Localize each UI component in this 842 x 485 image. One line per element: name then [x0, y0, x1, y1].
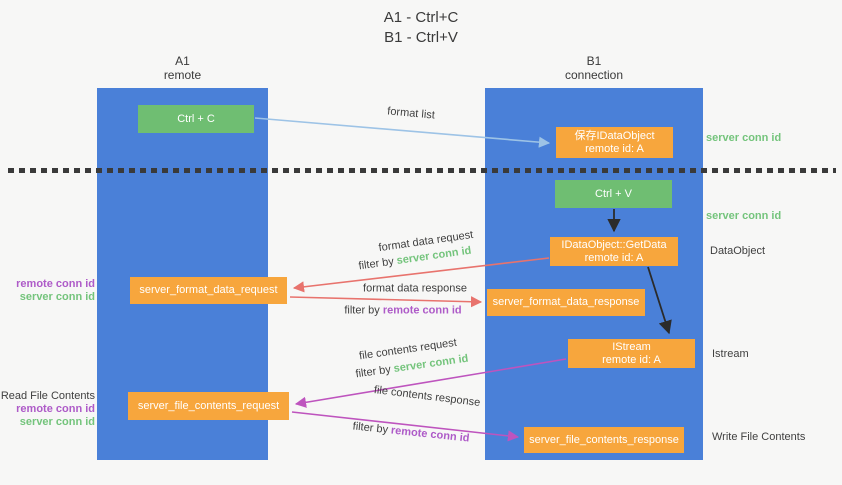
node-ctrl-v-label: Ctrl + V — [595, 187, 632, 200]
left-conn-id-block-format: remote conn id server conn id — [0, 278, 95, 304]
lifeline-b1-title: B1 — [586, 54, 602, 68]
filter-prefix-3: filter by — [354, 363, 392, 381]
node-save-idataobject: 保存IDataObject remote id: A — [556, 127, 673, 158]
filter-prefix-1: filter by — [357, 255, 395, 273]
node-ctrl-c: Ctrl + C — [138, 105, 254, 133]
node-format-response-label: server_format_data_response — [492, 296, 640, 308]
lifeline-header-a1: A1 remote — [97, 54, 268, 82]
node-getdata-line1: IDataObject::GetData — [561, 238, 667, 251]
label-remote-conn-id-format: remote conn id — [16, 278, 95, 290]
left-conn-id-block-file: Read File Contents remote conn id server… — [0, 390, 95, 429]
node-format-request-label: server_format_data_request — [139, 284, 278, 296]
label-remote-conn-id-file: remote conn id — [16, 403, 95, 415]
label-server-conn-id-format: server conn id — [19, 291, 95, 303]
label-write-file-contents: Write File Contents — [712, 431, 806, 443]
lifeline-a1-title: A1 — [175, 54, 190, 68]
node-server-file-contents-response: server_file_contents_response — [524, 427, 684, 453]
label-format-list: format list — [386, 105, 436, 122]
machine-boundary-dotted-line — [8, 168, 836, 173]
node-file-request-label: server_file_contents_request — [137, 399, 280, 412]
arrow-format-data-response — [289, 296, 483, 308]
filter-prefix-2: filter by — [344, 304, 380, 317]
label-file-contents-response: file contents response — [373, 384, 481, 409]
label-read-file-contents: Read File Contents — [0, 390, 95, 402]
node-istream-line1: IStream — [612, 340, 651, 353]
node-server-format-data-response: server_format_data_response — [487, 289, 645, 316]
filter-value-4: remote conn id — [390, 424, 471, 445]
node-server-file-contents-request: server_file_contents_request — [128, 392, 289, 420]
lifeline-header-b1: B1 connection — [485, 54, 703, 82]
lifeline-a1-subtitle: remote — [163, 68, 202, 82]
node-getdata-line2: remote id: A — [584, 251, 644, 264]
node-istream: IStream remote id: A — [568, 339, 695, 368]
diagram-title: A1 - Ctrl+C B1 - Ctrl+V — [0, 8, 842, 48]
title-line-b1: B1 - Ctrl+V — [384, 29, 458, 46]
label-format-data-response: format data response — [363, 282, 467, 295]
lifeline-b1-subtitle: connection — [564, 68, 624, 82]
node-ctrl-v: Ctrl + V — [555, 180, 672, 208]
label-server-conn-id-top: server conn id — [706, 132, 782, 144]
node-server-format-data-request: server_format_data_request — [130, 277, 287, 304]
filter-value-2: remote conn id — [382, 304, 462, 317]
node-save-idataobject-line1: 保存IDataObject — [574, 129, 655, 142]
label-server-conn-id-file: server conn id — [19, 416, 95, 428]
label-server-conn-id-mid: server conn id — [706, 210, 782, 222]
node-istream-line2: remote id: A — [602, 353, 661, 366]
node-file-response-label: server_file_contents_response — [529, 433, 679, 446]
node-save-idataobject-line2: remote id: A — [585, 142, 644, 155]
label-istream: Istream — [712, 348, 749, 360]
node-idataobject-getdata: IDataObject::GetData remote id: A — [550, 237, 678, 266]
filter-prefix-4: filter by — [352, 420, 389, 437]
title-line-a1: A1 - Ctrl+C — [383, 9, 459, 26]
label-dataobject: DataObject — [710, 245, 766, 257]
node-ctrl-c-label: Ctrl + C — [177, 112, 215, 125]
